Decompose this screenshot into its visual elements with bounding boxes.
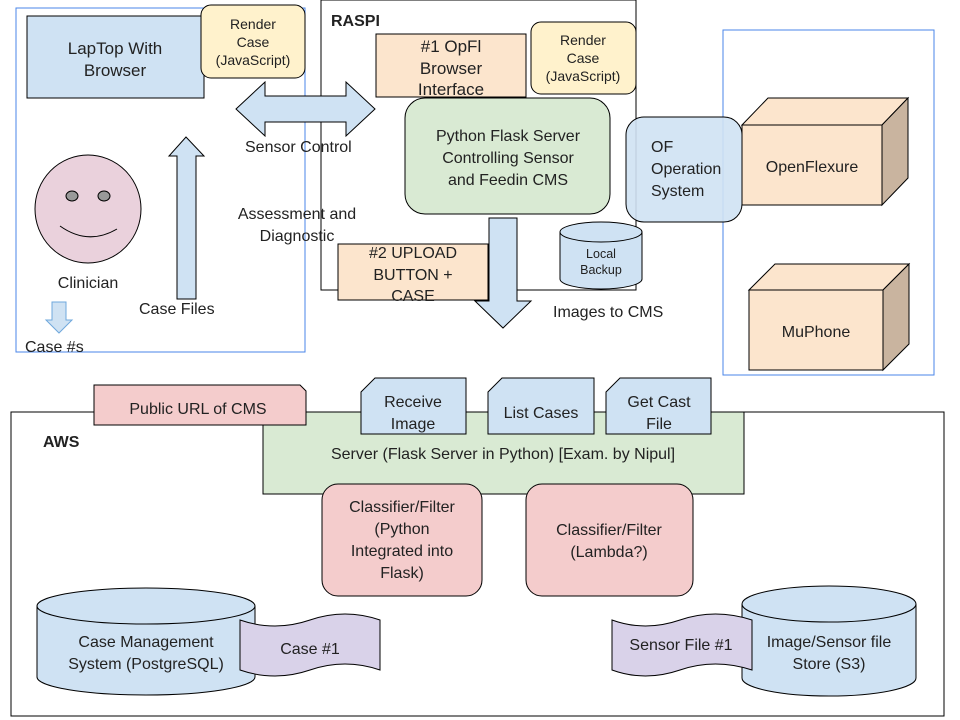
- render-case-line2: Case: [237, 34, 270, 50]
- flask-line3: and Feedin CMS: [448, 172, 568, 189]
- of-os-line3: System: [651, 183, 704, 200]
- get-case-file-line1: Get Cast: [627, 394, 691, 411]
- images-to-cms-arrow: [473, 217, 533, 329]
- case-doc-label: Case #1: [280, 641, 340, 658]
- raspi-render-case[interactable]: Render Case (JavaScript): [530, 21, 637, 95]
- upload-line3: CASE: [391, 288, 435, 305]
- opfl-line2: Browser: [420, 59, 483, 78]
- classifier-lambda-line2: (Lambda?): [570, 544, 647, 561]
- classifier-python-line2: (Python: [374, 521, 429, 538]
- case-files-label: Case Files: [139, 301, 215, 318]
- laptop-label-line1: LapTop With: [68, 39, 163, 58]
- python-flask-server[interactable]: Python Flask Server Controlling Sensor a…: [404, 97, 611, 215]
- local-backup-line1: Local: [586, 247, 616, 261]
- raspi-title: RASPI: [331, 13, 380, 30]
- sensor-control-arrow[interactable]: [235, 80, 376, 138]
- muphone-label: MuPhone: [782, 324, 851, 341]
- receive-image-line1: Receive: [384, 394, 442, 411]
- upload-button-case[interactable]: #2 UPLOAD BUTTON + CASE: [337, 243, 489, 305]
- case-numbers-label: Case #s: [25, 339, 84, 356]
- opfl-line1: #1 OpFl: [421, 37, 481, 56]
- s3-line2: Store (S3): [793, 656, 866, 673]
- raspi-render-line1: Render: [560, 32, 606, 48]
- upload-line1: #2 UPLOAD: [369, 245, 457, 262]
- of-operation-system[interactable]: OF Operation System: [625, 116, 743, 223]
- assessment-label-line2: Diagnostic: [260, 228, 335, 245]
- render-case-line3: (JavaScript): [216, 52, 291, 68]
- laptop-label-line2: Browser: [84, 61, 147, 80]
- upload-line2: BUTTON +: [373, 267, 452, 284]
- laptop-render-case[interactable]: Render Case (JavaScript): [200, 4, 306, 79]
- clinic-container: [15, 7, 306, 353]
- images-to-cms-label: Images to CMS: [553, 304, 663, 321]
- public-url-label: Public URL of CMS: [129, 401, 266, 418]
- endpoint-receive-image[interactable]: Receive Image: [360, 377, 467, 435]
- sensor-file-document[interactable]: Sensor File #1: [611, 613, 753, 677]
- muphone-device[interactable]: MuPhone: [747, 262, 911, 372]
- raspi-render-line2: Case: [567, 50, 600, 66]
- classifier-python[interactable]: Classifier/Filter (Python Integrated int…: [321, 483, 483, 597]
- local-backup-db[interactable]: Local Backup: [559, 221, 643, 290]
- classifier-python-line4: Flask): [380, 565, 424, 582]
- sensor-control-label: Sensor Control: [245, 139, 352, 156]
- s3-store-db[interactable]: Image/Sensor file Store (S3): [741, 585, 917, 697]
- openflexure-device[interactable]: OpenFlexure: [740, 96, 910, 207]
- local-backup-line2: Backup: [580, 263, 622, 277]
- list-cases-label: List Cases: [504, 405, 579, 422]
- case-numbers-arrow: [44, 301, 74, 334]
- render-case-line1: Render: [230, 16, 276, 32]
- of-os-line2: Operation: [651, 161, 721, 178]
- opfl-browser-interface[interactable]: #1 OpFl Browser Interface: [375, 33, 527, 99]
- cms-db-line2: System (PostgreSQL): [68, 656, 224, 673]
- endpoint-list-cases[interactable]: List Cases: [487, 377, 595, 435]
- of-os-line1: OF: [651, 139, 673, 156]
- aws-server-label: Server (Flask Server in Python) [Exam. b…: [331, 446, 675, 463]
- classifier-python-line1: Classifier/Filter: [349, 499, 455, 516]
- s3-line1: Image/Sensor file: [767, 634, 892, 651]
- flask-line1: Python Flask Server: [436, 128, 581, 145]
- clinician-icon: [34, 154, 142, 264]
- clinician-label: Clinician: [58, 275, 118, 292]
- sensor-doc-label: Sensor File #1: [629, 637, 732, 654]
- aws-title: AWS: [43, 434, 80, 451]
- receive-image-line2: Image: [391, 416, 436, 433]
- public-url-card[interactable]: Public URL of CMS: [93, 384, 307, 426]
- classifier-lambda-line1: Classifier/Filter: [556, 522, 662, 539]
- openflexure-label: OpenFlexure: [766, 159, 859, 176]
- laptop-node[interactable]: LapTop With Browser: [26, 15, 205, 99]
- case-management-db[interactable]: Case Management System (PostgreSQL): [36, 587, 256, 696]
- cms-db-line1: Case Management: [78, 634, 214, 651]
- flask-line2: Controlling Sensor: [442, 150, 574, 167]
- case-files-arrow: [167, 136, 206, 300]
- classifier-lambda[interactable]: Classifier/Filter (Lambda?): [525, 483, 694, 597]
- endpoint-get-case-file[interactable]: Get Cast File: [605, 377, 712, 435]
- assessment-label-line1: Assessment and: [238, 206, 356, 223]
- opfl-line3: Interface: [418, 80, 484, 99]
- case-document[interactable]: Case #1: [239, 613, 381, 677]
- get-case-file-line2: File: [646, 416, 672, 433]
- classifier-python-line3: Integrated into: [351, 543, 453, 560]
- raspi-render-line3: (JavaScript): [546, 68, 621, 84]
